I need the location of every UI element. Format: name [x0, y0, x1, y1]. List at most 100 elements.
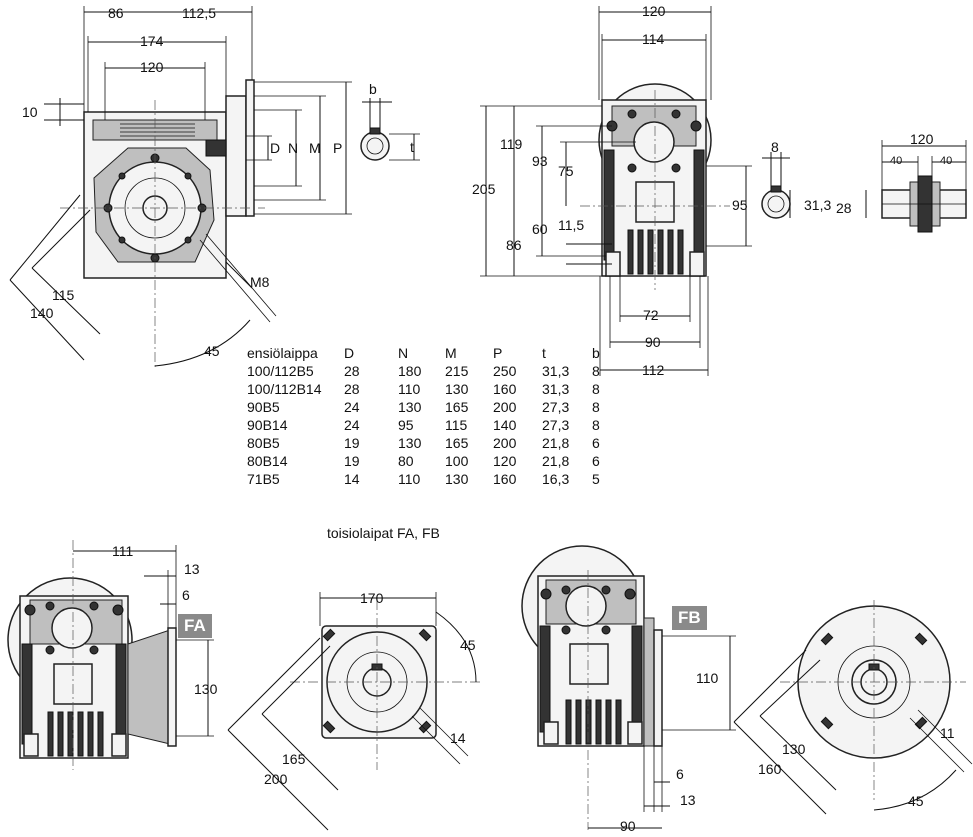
table-cell: 95 [398, 417, 414, 433]
dim-86: 86 [108, 5, 124, 21]
table-cell: 24 [344, 417, 360, 433]
table-cell: 115 [445, 417, 468, 433]
table-cell: 24 [344, 399, 360, 415]
dim-11: 11 [940, 725, 955, 741]
dim-40a: 40 [890, 155, 902, 167]
table-cell: 215 [445, 363, 469, 379]
dim-86b: 86 [506, 237, 522, 253]
view-fa-flange [227, 592, 480, 831]
dim-28: 28 [836, 200, 852, 216]
dim-115: 115 [52, 287, 75, 303]
table-cell: 6 [592, 435, 600, 451]
table-cell: 19 [344, 435, 360, 451]
table-cell: 28 [344, 363, 360, 379]
dim-114: 114 [642, 31, 665, 47]
dim-45a: 45 [204, 343, 220, 359]
table-cell: 8 [592, 381, 600, 397]
table-cell: 160 [493, 471, 517, 487]
dim-119: 119 [500, 136, 523, 152]
table-cell: 14 [344, 471, 360, 487]
dim-6a: 6 [182, 587, 190, 603]
dim-M8: M8 [250, 274, 270, 290]
table-header: t [542, 345, 546, 361]
dim-D: D [270, 140, 280, 156]
table-cell: 80B14 [247, 453, 288, 469]
dim-60: 60 [532, 221, 548, 237]
dim-165: 165 [282, 751, 306, 767]
table-cell: 8 [592, 417, 600, 433]
view-fa-side [7, 540, 214, 770]
dim-10: 10 [22, 104, 38, 120]
table-cell: 80B5 [247, 435, 280, 451]
dim-140: 140 [30, 305, 54, 321]
table-cell: 165 [445, 399, 469, 415]
dim-N: N [288, 140, 298, 156]
table-cell: 180 [398, 363, 422, 379]
secondary-flanges-caption: toisiolaipat FA, FB [327, 525, 440, 541]
table-cell: 120 [493, 453, 517, 469]
table-cell: 90B14 [247, 417, 288, 433]
table-header: P [493, 345, 503, 361]
dim-90b: 90 [620, 818, 636, 834]
table-cell: 80 [398, 453, 414, 469]
table-cell: 130 [398, 435, 422, 451]
dim-11-5: 11,5 [558, 217, 584, 233]
view-fb-side [521, 545, 736, 830]
table-cell: 140 [493, 417, 517, 433]
table-header: N [398, 345, 409, 361]
table-cell: 31,3 [542, 381, 570, 397]
table-cell: 8 [592, 399, 600, 415]
table-cell: 90B5 [247, 399, 280, 415]
table-cell: 16,3 [542, 471, 570, 487]
table-cell: 160 [493, 381, 517, 397]
dim-174: 174 [140, 33, 164, 49]
dim-112: 112 [642, 362, 665, 378]
table-cell: 110 [398, 471, 421, 487]
dim-120c: 120 [910, 131, 934, 147]
table-cell: 27,3 [542, 399, 570, 415]
table-header: b [592, 345, 600, 361]
dim-13b: 13 [680, 792, 696, 808]
dim-P: P [333, 140, 342, 156]
view-front-middle [480, 6, 967, 376]
table-cell: 71B5 [247, 471, 280, 487]
dim-45b: 45 [460, 637, 476, 653]
dim-110: 110 [696, 670, 719, 686]
table-cell: 200 [493, 399, 517, 415]
dim-31-3: 31,3 [804, 197, 831, 213]
dim-M: M [309, 140, 321, 156]
dim-14: 14 [450, 730, 466, 746]
table-header-row: ensiölaippa D N M P t b [247, 344, 612, 362]
dim-170: 170 [360, 590, 384, 606]
table-cell: 130 [445, 471, 469, 487]
dim-75: 75 [558, 163, 574, 179]
table-cell: 110 [398, 381, 421, 397]
dim-130b: 130 [782, 741, 806, 757]
table-cell: 21,8 [542, 435, 570, 451]
dim-45c: 45 [908, 793, 924, 809]
dim-120b: 120 [642, 3, 666, 19]
dim-160: 160 [758, 761, 782, 777]
view-fb-flange [733, 600, 973, 815]
dim-130a: 130 [194, 681, 218, 697]
flange-spec-table: ensiölaippa D N M P t b 100/112B5 28 180 21… [247, 344, 612, 488]
table-cell: 28 [344, 381, 360, 397]
table-cell: 19 [344, 453, 360, 469]
table-cell: 21,8 [542, 453, 570, 469]
table-cell: 250 [493, 363, 517, 379]
dim-205: 205 [472, 181, 496, 197]
table-cell: 200 [493, 435, 517, 451]
table-cell: 100 [445, 453, 469, 469]
table-cell: 31,3 [542, 363, 570, 379]
badge-fa: FA [178, 614, 212, 638]
dim-90: 90 [645, 334, 661, 350]
dim-72: 72 [643, 307, 659, 323]
table-cell: 100/112B5 [247, 363, 314, 379]
dim-6b: 6 [676, 766, 684, 782]
